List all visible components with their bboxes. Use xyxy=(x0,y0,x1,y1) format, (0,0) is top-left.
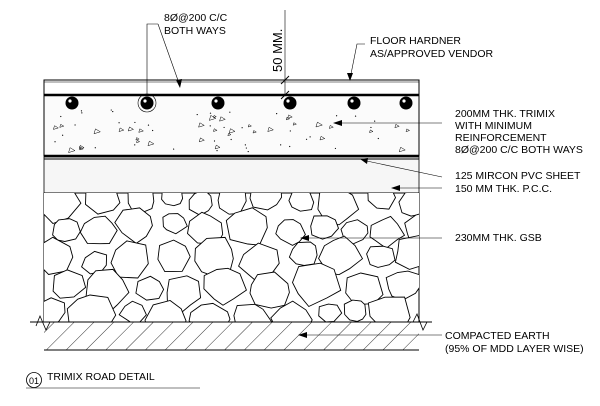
gsb-stone xyxy=(318,235,364,276)
gsb-stone xyxy=(292,262,342,308)
gsb-stone xyxy=(343,299,367,322)
earth-label-line1: COMPACTED EARTH xyxy=(445,330,550,342)
rebar-bar xyxy=(399,96,413,110)
gsb-layer xyxy=(43,192,420,323)
hardner-label-line2: AS/APPROVED VENDOR xyxy=(370,48,494,60)
gsb-stone xyxy=(418,315,419,320)
rebar-row xyxy=(65,96,413,110)
pcc-layer xyxy=(43,156,420,194)
gsb-stone xyxy=(233,303,273,322)
gsb-stone xyxy=(369,215,406,249)
pvc-sheet-label: 125 MIRCON PVC SHEET xyxy=(455,170,581,182)
rebar-bar xyxy=(211,96,225,110)
trimix-label-line1: 200MM THK. TRIMIX xyxy=(455,108,555,120)
gsb-stone xyxy=(275,219,306,246)
gsb-stone xyxy=(366,245,396,268)
gsb-stone xyxy=(135,275,165,301)
rebar-bar xyxy=(283,96,297,110)
gsb-stone xyxy=(249,193,283,211)
pcc-label: 150 MM THK. P.C.C. xyxy=(455,183,552,195)
gsb-stone xyxy=(114,207,153,244)
compacted-earth-layer xyxy=(30,313,432,351)
gsb-stone xyxy=(385,270,419,301)
leader-lines xyxy=(146,23,443,338)
hardner-label-line1: FLOOR HARDNER xyxy=(370,35,461,47)
gsb-stone xyxy=(161,193,184,207)
rebar-bar xyxy=(140,96,154,110)
gsb-stone xyxy=(188,193,213,216)
gsb-stone xyxy=(79,215,118,245)
dimension-label: 50 MM. xyxy=(270,29,285,72)
gsb-stone xyxy=(166,275,202,313)
gsb-stone xyxy=(144,300,187,322)
gsb-stone xyxy=(288,193,315,212)
title-number-circle xyxy=(26,372,42,388)
gsb-label: 230MM THK. GSB xyxy=(455,232,542,244)
trimix-label-line3: REINFORCEMENT xyxy=(455,132,547,144)
gsb-stone xyxy=(270,300,313,322)
floor-hardner-layer xyxy=(43,79,420,96)
gsb-stone xyxy=(367,193,397,210)
rebar-label-line1: 8Ø@200 C/C xyxy=(164,12,228,24)
gsb-stone xyxy=(127,193,155,213)
trimix-label-line2: WITH MINIMUM xyxy=(455,120,532,132)
rebar-label-line2: BOTH WAYS xyxy=(164,25,226,37)
rebar-bar xyxy=(65,96,79,110)
gsb-stone xyxy=(203,267,247,306)
gsb-stone xyxy=(367,296,411,322)
gsb-stone xyxy=(118,300,147,322)
gsb-stone xyxy=(52,218,81,242)
thickness-dimension: 50 MM. xyxy=(270,10,290,100)
drawing-title: 01 TRIMIX ROAD DETAIL xyxy=(26,371,200,389)
title-number: 01 xyxy=(29,376,39,386)
gsb-stone xyxy=(157,239,191,273)
earth-label-line2: (95% OF MDD LAYER WISE) xyxy=(445,343,584,355)
concrete-aggregate-marks xyxy=(53,109,411,153)
gsb-stone xyxy=(66,294,117,322)
gsb-stone xyxy=(398,193,419,217)
rebar-bar xyxy=(347,96,361,110)
gsb-stone xyxy=(394,235,419,270)
trimix-concrete-slab xyxy=(43,93,420,158)
gsb-stone xyxy=(310,215,340,240)
gsb-stone xyxy=(52,269,87,299)
gsb-stone xyxy=(85,193,121,215)
gsb-stone xyxy=(249,271,290,309)
trimix-label-line4: 8Ø@200 C/C BOTH WAYS xyxy=(455,144,583,156)
gsb-stone xyxy=(188,302,231,322)
gsb-stone xyxy=(44,297,66,322)
gsb-stone xyxy=(318,303,343,322)
gsb-stone xyxy=(162,213,188,235)
title-text: TRIMIX ROAD DETAIL xyxy=(47,371,155,383)
gsb-stone xyxy=(110,240,149,279)
